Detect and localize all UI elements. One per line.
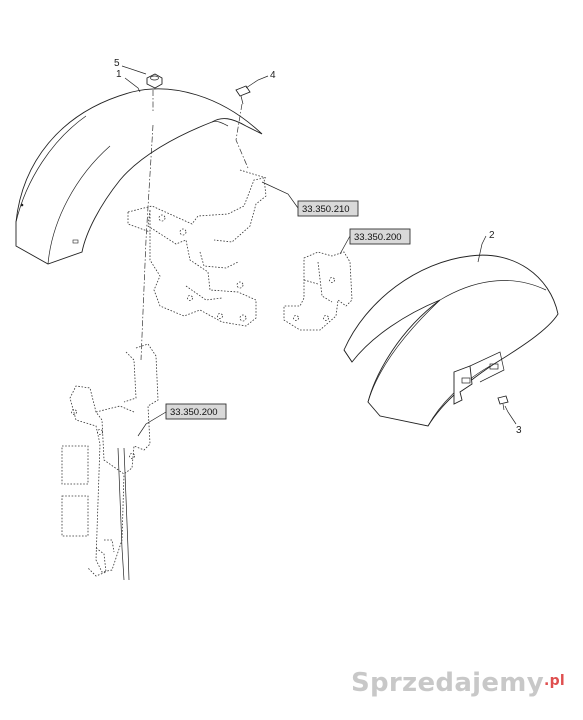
middle-bracket-dotted: [283, 251, 353, 331]
assembly-axis: [235, 103, 249, 169]
ref-box-33-350-210[interactable]: 33.350.210: [297, 200, 359, 217]
right-fender: [343, 254, 559, 427]
watermark-suffix: .pl: [543, 673, 565, 689]
callout-5: 5: [114, 58, 120, 69]
callout-2: 2: [489, 230, 495, 241]
lower-bracket-dotted: [61, 343, 159, 577]
mounting-bolt-4: [235, 85, 251, 105]
callout-4: 4: [270, 70, 276, 81]
fender-nut-5: [146, 73, 163, 89]
watermark-logo: Sprzedajemy.pl: [351, 668, 565, 698]
callout-1: 1: [116, 69, 122, 80]
ref-box-label: 33.350.200: [170, 407, 218, 418]
bracket-stay-rod: [117, 447, 130, 581]
left-fender: [15, 88, 263, 265]
callout-3: 3: [516, 425, 522, 436]
watermark-brand: Sprzedajemy: [350, 668, 544, 698]
ref-box-label: 33.350.210: [302, 204, 350, 215]
screw-3: [497, 395, 509, 411]
leader-lines: [121, 65, 517, 437]
upper-bracket-dotted: [127, 169, 267, 327]
ref-box-33-350-200-upper[interactable]: 33.350.200: [349, 228, 411, 245]
ref-box-33-350-200-lower[interactable]: 33.350.200: [165, 403, 227, 420]
ref-box-label: 33.350.200: [354, 232, 402, 243]
assembly-axis: [140, 90, 154, 361]
